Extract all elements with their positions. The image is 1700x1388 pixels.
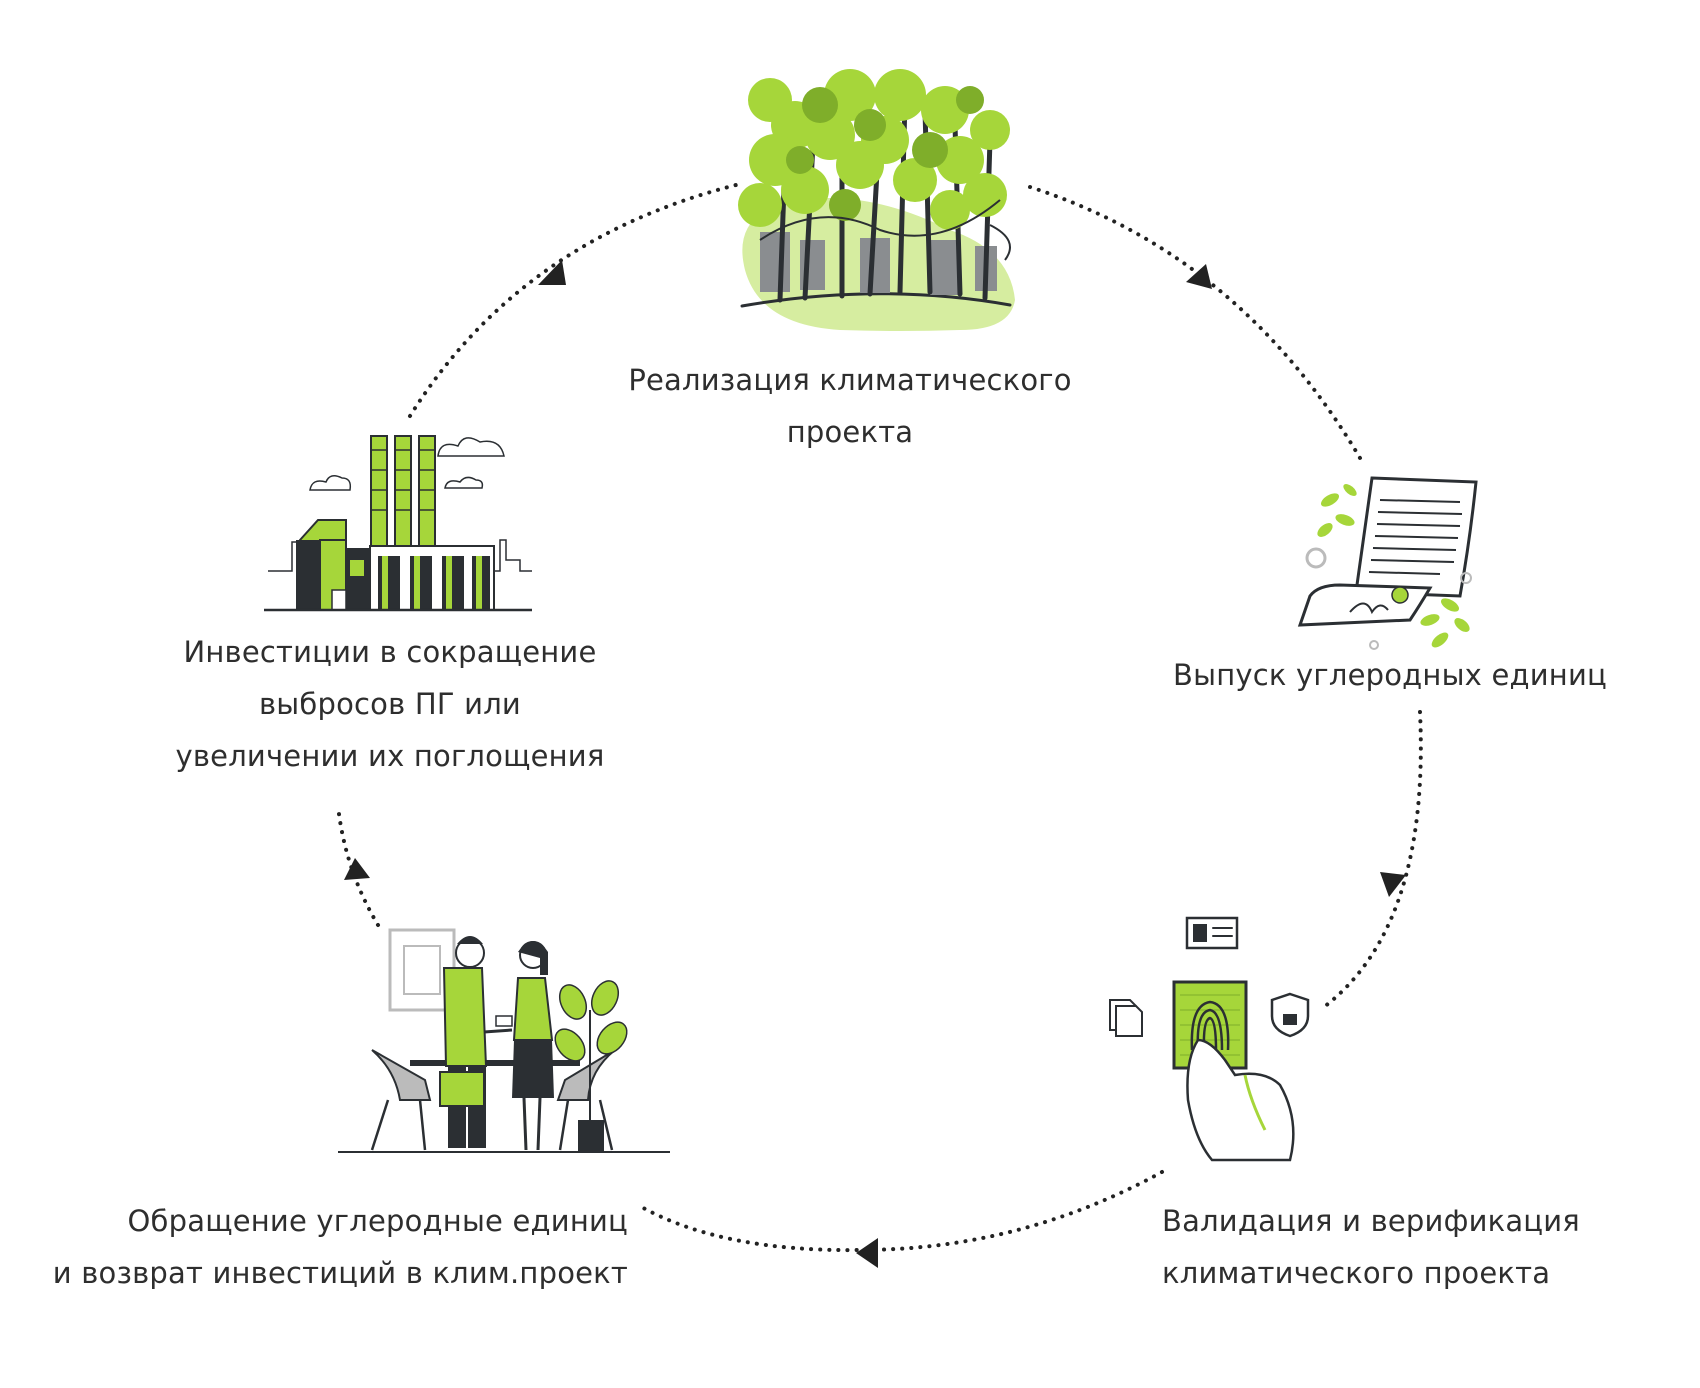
label-line: Выпуск углеродных единиц [1173,658,1607,692]
label-line: Инвестиции в сокращение [183,635,597,669]
arrowhead-2 [1380,872,1406,897]
label-line: Обращение углеродные единиц [127,1204,628,1238]
fingerprint-verification-icon [1109,916,1310,1162]
node-label-carbon-units-circulation: Обращение углеродные единиц и возврат ин… [20,1195,628,1299]
arrowhead-1 [1186,264,1212,289]
node-label-project-implementation: Реализация климатического проекта [600,354,1100,458]
connector-bottomright-bottomleft [636,1170,1164,1253]
connector-left-top [408,183,738,418]
business-handshake-icon [338,928,670,1153]
label-line: увеличении их поглощения [175,739,605,773]
node-label-validation-verification: Валидация и верификация климатического п… [1162,1195,1580,1299]
forest-icon [738,69,1015,331]
node-label-carbon-units-issuance: Выпуск углеродных единиц [1150,649,1630,701]
arrowhead-5 [538,260,566,285]
label-line: и возврат инвестиций в клим.проект [52,1256,628,1290]
label-line: климатического проекта [1162,1256,1551,1290]
label-line: проекта [786,415,914,449]
node-label-emission-reduction-investment: Инвестиции в сокращение выбросов ПГ или … [160,626,620,782]
carbon-certificate-icon [1297,476,1478,650]
connector-right-bottomright [1318,710,1423,1012]
label-line: Валидация и верификация [1162,1204,1580,1238]
factory-icon [264,435,532,612]
arrowhead-4 [344,858,370,880]
connector-top-right [1028,185,1362,460]
label-line: выбросов ПГ или [259,687,521,721]
label-line: Реализация климатического [628,363,1072,397]
arrowhead-3 [856,1238,878,1268]
flow-arrows [336,183,1423,1268]
